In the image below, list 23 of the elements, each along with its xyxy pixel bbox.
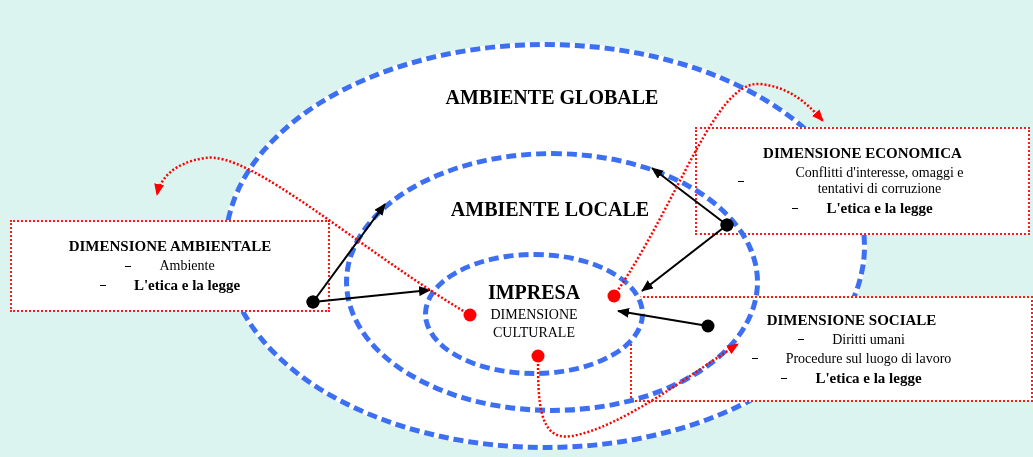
- bullet-text: Ambiente: [159, 258, 215, 274]
- bullet-text: Diritti umani: [832, 331, 905, 348]
- bullet-text: L'etica e la legge: [826, 200, 933, 217]
- bullet-text: L'etica e la legge: [133, 277, 241, 294]
- dimension-box: [695, 127, 1030, 235]
- box-heading: DIMENSIONE ECONOMICA: [763, 145, 962, 162]
- dimension-box: [10, 220, 330, 312]
- bullet-text: L'etica e la legge: [815, 369, 922, 387]
- box-heading: DIMENSIONE SOCIALE: [766, 311, 937, 329]
- arrow: [641, 218, 734, 292]
- box-heading: DIMENSIONE AMBIENTALE: [68, 238, 272, 255]
- arrow: [306, 286, 431, 309]
- bullet-text: Procedure sul luogo di lavoro: [785, 350, 952, 367]
- arrow: [617, 307, 715, 333]
- ellipse-subtitle: DIMENSIONE CULTURALE: [489, 306, 579, 341]
- arrow: [607, 82, 824, 303]
- ellipse-title: AMBIENTE GLOBALE: [445, 86, 659, 109]
- bullet-text: Conflitti d'interesse, omaggi e tentativi di corruzione: [794, 165, 965, 197]
- arrow: [531, 342, 739, 438]
- ellipse-title: IMPRESA: [487, 281, 581, 304]
- arrow: [154, 156, 477, 322]
- dimension-box: [630, 296, 1033, 402]
- ellipse-title: AMBIENTE LOCALE: [450, 198, 650, 221]
